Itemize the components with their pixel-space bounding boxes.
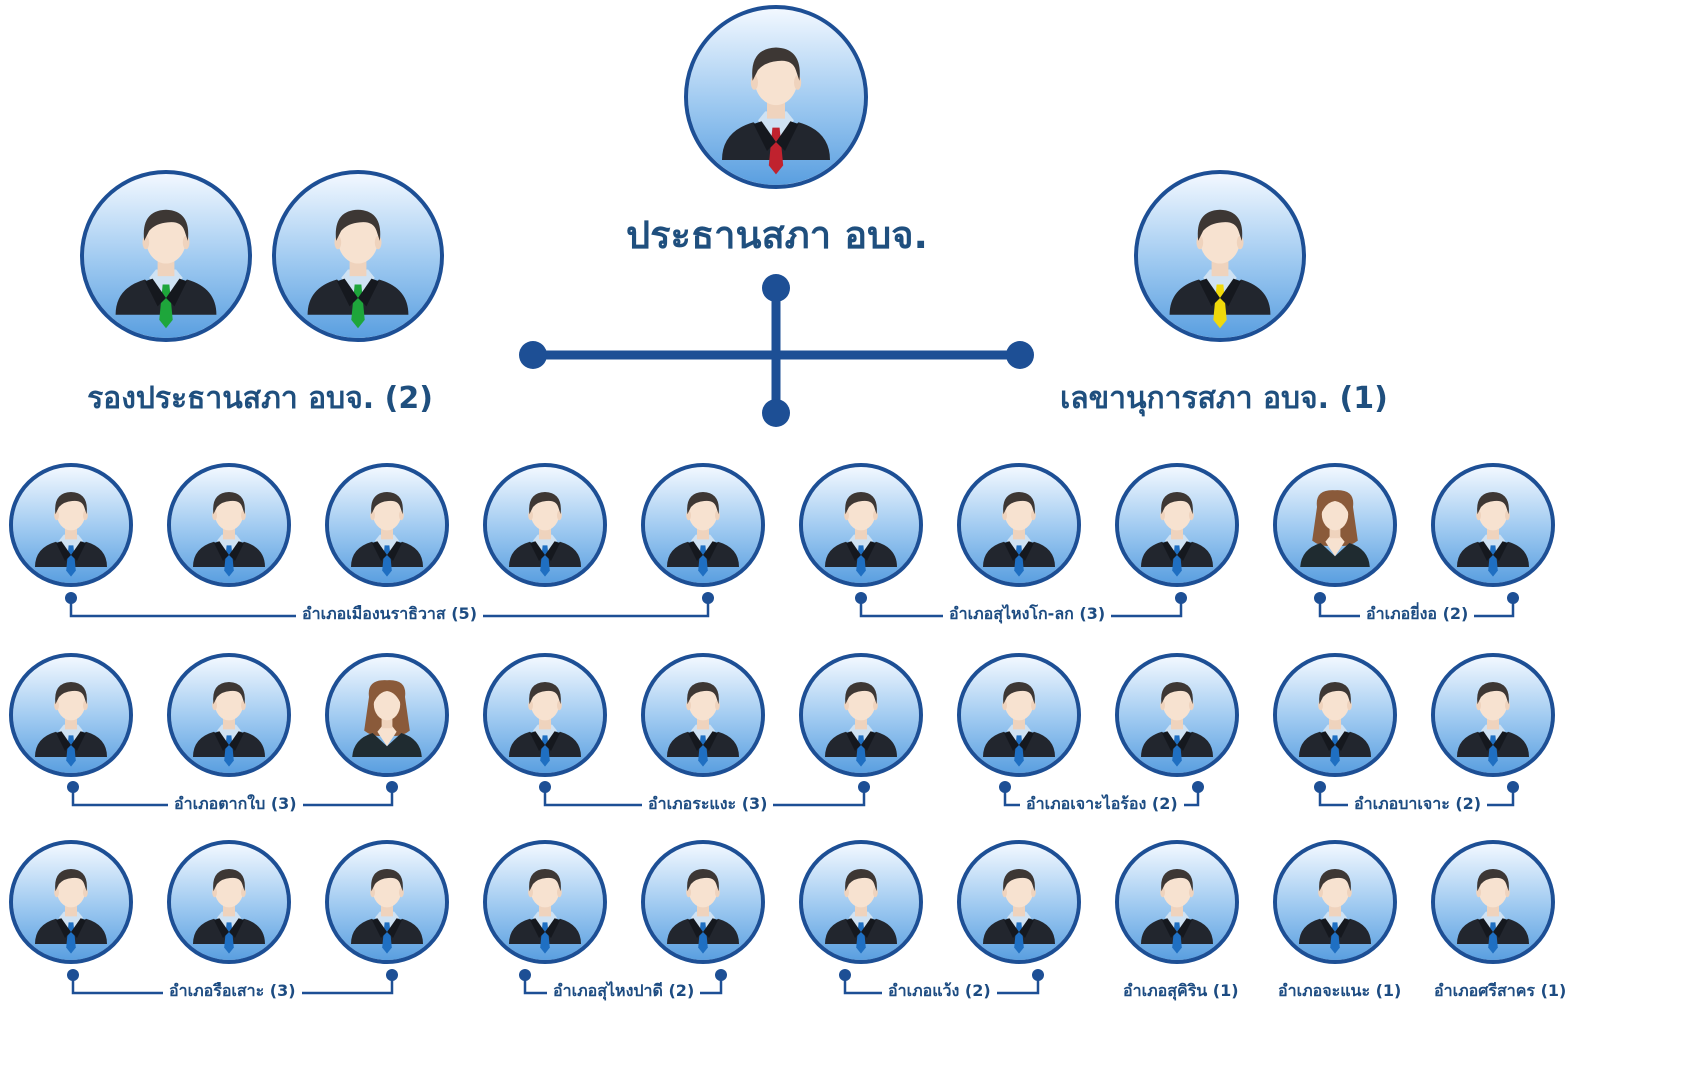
member-avatar-r2-c7 bbox=[957, 653, 1081, 777]
member-avatar-r1-c2 bbox=[167, 463, 291, 587]
member-avatar-r3-c4 bbox=[483, 840, 607, 964]
member-avatar-r2-c5 bbox=[641, 653, 765, 777]
district-label-tak-bai: อำเภอตากใบ (3) bbox=[168, 794, 303, 814]
member-avatar-r3-c1 bbox=[9, 840, 133, 964]
member-avatar-r1-c10 bbox=[1431, 463, 1555, 587]
bracket-dot-left-rangae bbox=[539, 781, 551, 793]
member-avatar-r2-c2 bbox=[167, 653, 291, 777]
bracket-dot-right-waeng bbox=[1032, 969, 1044, 981]
district-label-si-sakhon: อำเภอศรีสาคร (1) bbox=[1428, 981, 1573, 1001]
member-avatar-r2-c3 bbox=[325, 653, 449, 777]
bracket-dot-right-mueang-narathiwat bbox=[702, 592, 714, 604]
member-avatar-r1-c8 bbox=[1115, 463, 1239, 587]
member-avatar-r3-c3 bbox=[325, 840, 449, 964]
bracket-dot-right-yi-ngo bbox=[1507, 592, 1519, 604]
member-avatar-r3-c8 bbox=[1115, 840, 1239, 964]
bracket-dot-right-su-ngai-kolok bbox=[1175, 592, 1187, 604]
member-avatar-r3-c5 bbox=[641, 840, 765, 964]
vice-chairman-avatar-2 bbox=[272, 170, 444, 342]
member-avatar-r1-c9 bbox=[1273, 463, 1397, 587]
member-avatar-r3-c9 bbox=[1273, 840, 1397, 964]
district-label-bacho: อำเภอบาเจาะ (2) bbox=[1348, 794, 1488, 814]
connector-node-1 bbox=[519, 341, 547, 369]
bracket-dot-right-cho-airong bbox=[1192, 781, 1204, 793]
bracket-dot-left-yi-ngo bbox=[1314, 592, 1326, 604]
district-label-waeng: อำเภอแว้ง (2) bbox=[882, 981, 997, 1001]
vice-chairmen-title: รองประธานสภา อบจ. (2) bbox=[87, 381, 433, 416]
member-avatar-r2-c8 bbox=[1115, 653, 1239, 777]
bracket-dot-left-tak-bai bbox=[67, 781, 79, 793]
member-avatar-r2-c1 bbox=[9, 653, 133, 777]
bracket-dot-left-su-ngai-padi bbox=[519, 969, 531, 981]
connector-node-4 bbox=[762, 399, 790, 427]
connector-node-2 bbox=[1006, 341, 1034, 369]
district-label-sukhirin: อำเภอสุคิริน (1) bbox=[1117, 981, 1245, 1001]
bracket-dot-left-bacho bbox=[1314, 781, 1326, 793]
member-avatar-r1-c5 bbox=[641, 463, 765, 587]
member-avatar-r2-c9 bbox=[1273, 653, 1397, 777]
member-avatar-r2-c10 bbox=[1431, 653, 1555, 777]
district-label-rueso: อำเภอรือเสาะ (3) bbox=[163, 981, 302, 1001]
bracket-dot-right-rangae bbox=[858, 781, 870, 793]
chairman-avatar bbox=[684, 5, 868, 189]
member-avatar-r2-c6 bbox=[799, 653, 923, 777]
member-avatar-r1-c1 bbox=[9, 463, 133, 587]
vice-chairman-avatar-1 bbox=[80, 170, 252, 342]
district-label-chanae: อำเภอจะแนะ (1) bbox=[1272, 981, 1408, 1001]
district-label-su-ngai-padi: อำเภอสุไหงปาดี (2) bbox=[547, 981, 701, 1001]
bracket-dot-left-su-ngai-kolok bbox=[855, 592, 867, 604]
member-avatar-r3-c10 bbox=[1431, 840, 1555, 964]
member-avatar-r1-c7 bbox=[957, 463, 1081, 587]
district-label-yi-ngo: อำเภอยี่งอ (2) bbox=[1360, 604, 1475, 624]
chairman-title: ประธานสภา อบจ. bbox=[626, 213, 928, 257]
bracket-dot-left-waeng bbox=[839, 969, 851, 981]
district-label-mueang-narathiwat: อำเภอเมืองนราธิวาส (5) bbox=[296, 604, 483, 624]
connector-node-3 bbox=[762, 274, 790, 302]
member-avatar-r3-c7 bbox=[957, 840, 1081, 964]
secretary-title: เลขานุการสภา อบจ. (1) bbox=[1060, 381, 1388, 416]
bracket-dot-left-rueso bbox=[67, 969, 79, 981]
bracket-dot-left-cho-airong bbox=[999, 781, 1011, 793]
bracket-dot-right-su-ngai-padi bbox=[715, 969, 727, 981]
bracket-dot-left-mueang-narathiwat bbox=[65, 592, 77, 604]
member-avatar-r3-c2 bbox=[167, 840, 291, 964]
member-avatar-r2-c4 bbox=[483, 653, 607, 777]
bracket-dot-right-tak-bai bbox=[386, 781, 398, 793]
district-label-cho-airong: อำเภอเจาะไอร้อง (2) bbox=[1020, 794, 1184, 814]
member-avatar-r1-c6 bbox=[799, 463, 923, 587]
member-avatar-r1-c4 bbox=[483, 463, 607, 587]
member-avatar-r3-c6 bbox=[799, 840, 923, 964]
secretary-avatar bbox=[1134, 170, 1306, 342]
bracket-dot-right-bacho bbox=[1507, 781, 1519, 793]
bracket-dot-right-rueso bbox=[386, 969, 398, 981]
member-avatar-r1-c3 bbox=[325, 463, 449, 587]
district-label-su-ngai-kolok: อำเภอสุไหงโก-ลก (3) bbox=[943, 604, 1112, 624]
district-label-rangae: อำเภอระแงะ (3) bbox=[642, 794, 774, 814]
